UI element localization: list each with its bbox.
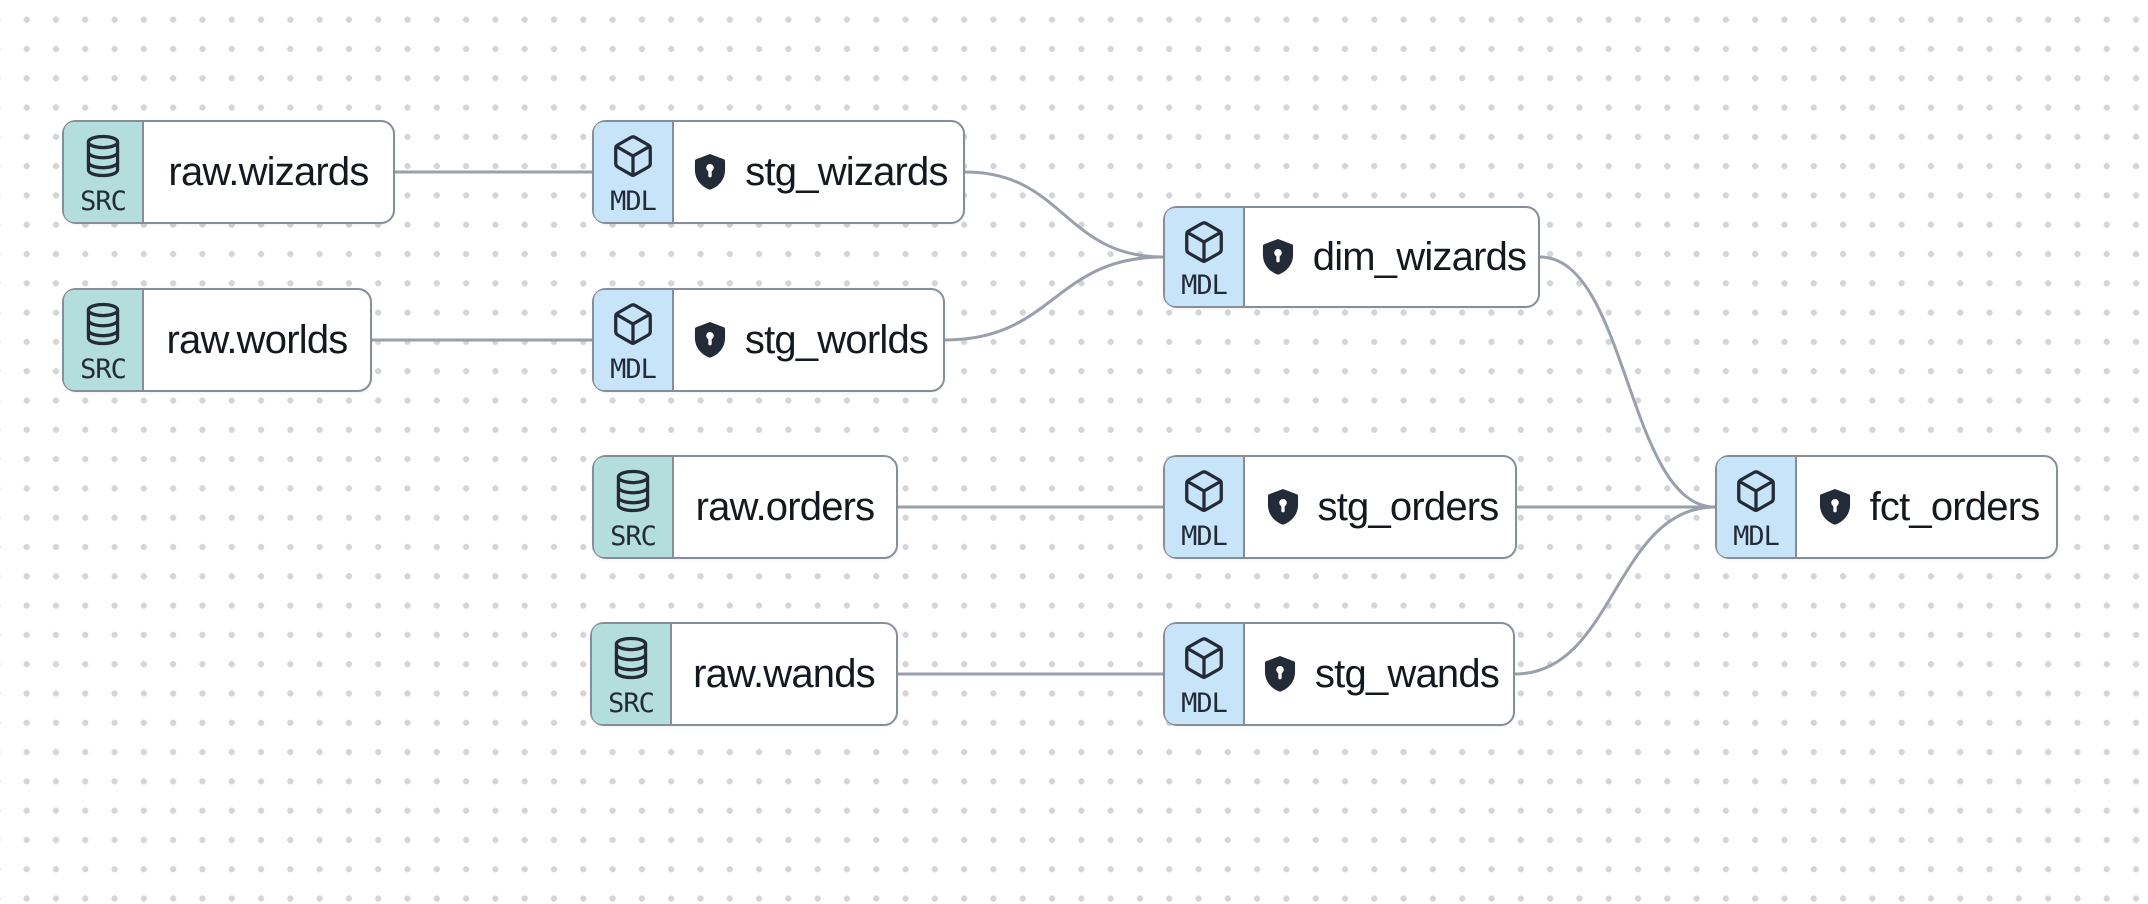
node-type-label: MDL — [1181, 688, 1228, 720]
lineage-node-stg_wizards[interactable]: MDL stg_wizards — [592, 120, 965, 224]
database-icon — [80, 133, 126, 179]
lineage-node-raw.wands[interactable]: SRC raw.wands — [590, 622, 898, 726]
cube-icon — [1733, 468, 1779, 514]
node-body: stg_wizards — [674, 122, 963, 222]
node-label: stg_wizards — [745, 149, 948, 194]
node-label: dim_wizards — [1312, 234, 1527, 279]
node-type-label: MDL — [610, 186, 657, 218]
shield-lock-icon — [689, 151, 731, 193]
cube-icon — [610, 133, 656, 179]
cube-icon — [1181, 219, 1227, 265]
database-icon — [610, 468, 656, 514]
node-body: raw.worlds — [144, 290, 370, 390]
cube-icon — [1181, 468, 1227, 514]
edge-dim_wizards-to-fct_orders — [1538, 255, 1717, 509]
node-type-badge: MDL — [1165, 208, 1245, 306]
node-type-label: SRC — [80, 186, 127, 218]
lineage-node-raw.orders[interactable]: SRC raw.orders — [592, 455, 898, 559]
node-body: dim_wizards — [1245, 208, 1538, 306]
lineage-node-stg_wands[interactable]: MDL stg_wands — [1163, 622, 1515, 726]
node-type-label: MDL — [1181, 521, 1228, 553]
node-body: stg_orders — [1245, 457, 1515, 557]
node-type-badge: SRC — [64, 122, 144, 222]
node-type-label: SRC — [80, 354, 127, 386]
node-type-badge: MDL — [1165, 624, 1245, 724]
node-type-label: MDL — [610, 354, 657, 386]
lineage-node-stg_orders[interactable]: MDL stg_orders — [1163, 455, 1517, 559]
node-label: stg_orders — [1317, 484, 1500, 529]
node-type-label: MDL — [1181, 270, 1228, 302]
node-type-badge: MDL — [1717, 457, 1797, 557]
node-label: stg_wands — [1314, 651, 1500, 696]
node-label: fct_orders — [1869, 484, 2041, 529]
lineage-node-dim_wizards[interactable]: MDL dim_wizards — [1163, 206, 1540, 308]
node-type-badge: SRC — [64, 290, 144, 390]
node-type-badge: MDL — [594, 122, 674, 222]
edge-stg_wands-to-fct_orders — [1513, 505, 1717, 676]
shield-lock-icon — [1262, 486, 1304, 528]
node-type-label: MDL — [1733, 521, 1780, 553]
lineage-node-stg_worlds[interactable]: MDL stg_worlds — [592, 288, 945, 392]
lineage-node-raw.worlds[interactable]: SRC raw.worlds — [62, 288, 372, 392]
shield-lock-icon — [1814, 486, 1856, 528]
database-icon — [80, 301, 126, 347]
node-label: raw.orders — [695, 484, 876, 529]
shield-lock-icon — [689, 319, 731, 361]
node-label: raw.wands — [693, 651, 876, 696]
node-type-label: SRC — [610, 521, 657, 553]
node-type-badge: MDL — [1165, 457, 1245, 557]
edge-stg_worlds-to-dim_wizards — [943, 255, 1165, 342]
shield-lock-icon — [1257, 236, 1299, 278]
node-type-badge: SRC — [592, 624, 672, 724]
node-body: fct_orders — [1797, 457, 2056, 557]
node-label: stg_worlds — [744, 317, 929, 362]
node-body: raw.wands — [672, 624, 896, 724]
node-type-badge: MDL — [594, 290, 674, 390]
cube-icon — [1181, 635, 1227, 681]
node-body: stg_worlds — [674, 290, 943, 390]
node-type-badge: SRC — [594, 457, 674, 557]
cube-icon — [610, 301, 656, 347]
shield-lock-icon — [1259, 653, 1301, 695]
node-label: raw.worlds — [166, 317, 349, 362]
node-type-label: SRC — [608, 688, 655, 720]
lineage-node-fct_orders[interactable]: MDL fct_orders — [1715, 455, 2058, 559]
database-icon — [608, 635, 654, 681]
node-body: raw.wizards — [144, 122, 393, 222]
lineage-node-raw.wizards[interactable]: SRC raw.wizards — [62, 120, 395, 224]
edge-stg_wizards-to-dim_wizards — [963, 170, 1165, 259]
node-body: raw.orders — [674, 457, 896, 557]
node-label: raw.wizards — [168, 149, 369, 194]
node-body: stg_wands — [1245, 624, 1513, 724]
